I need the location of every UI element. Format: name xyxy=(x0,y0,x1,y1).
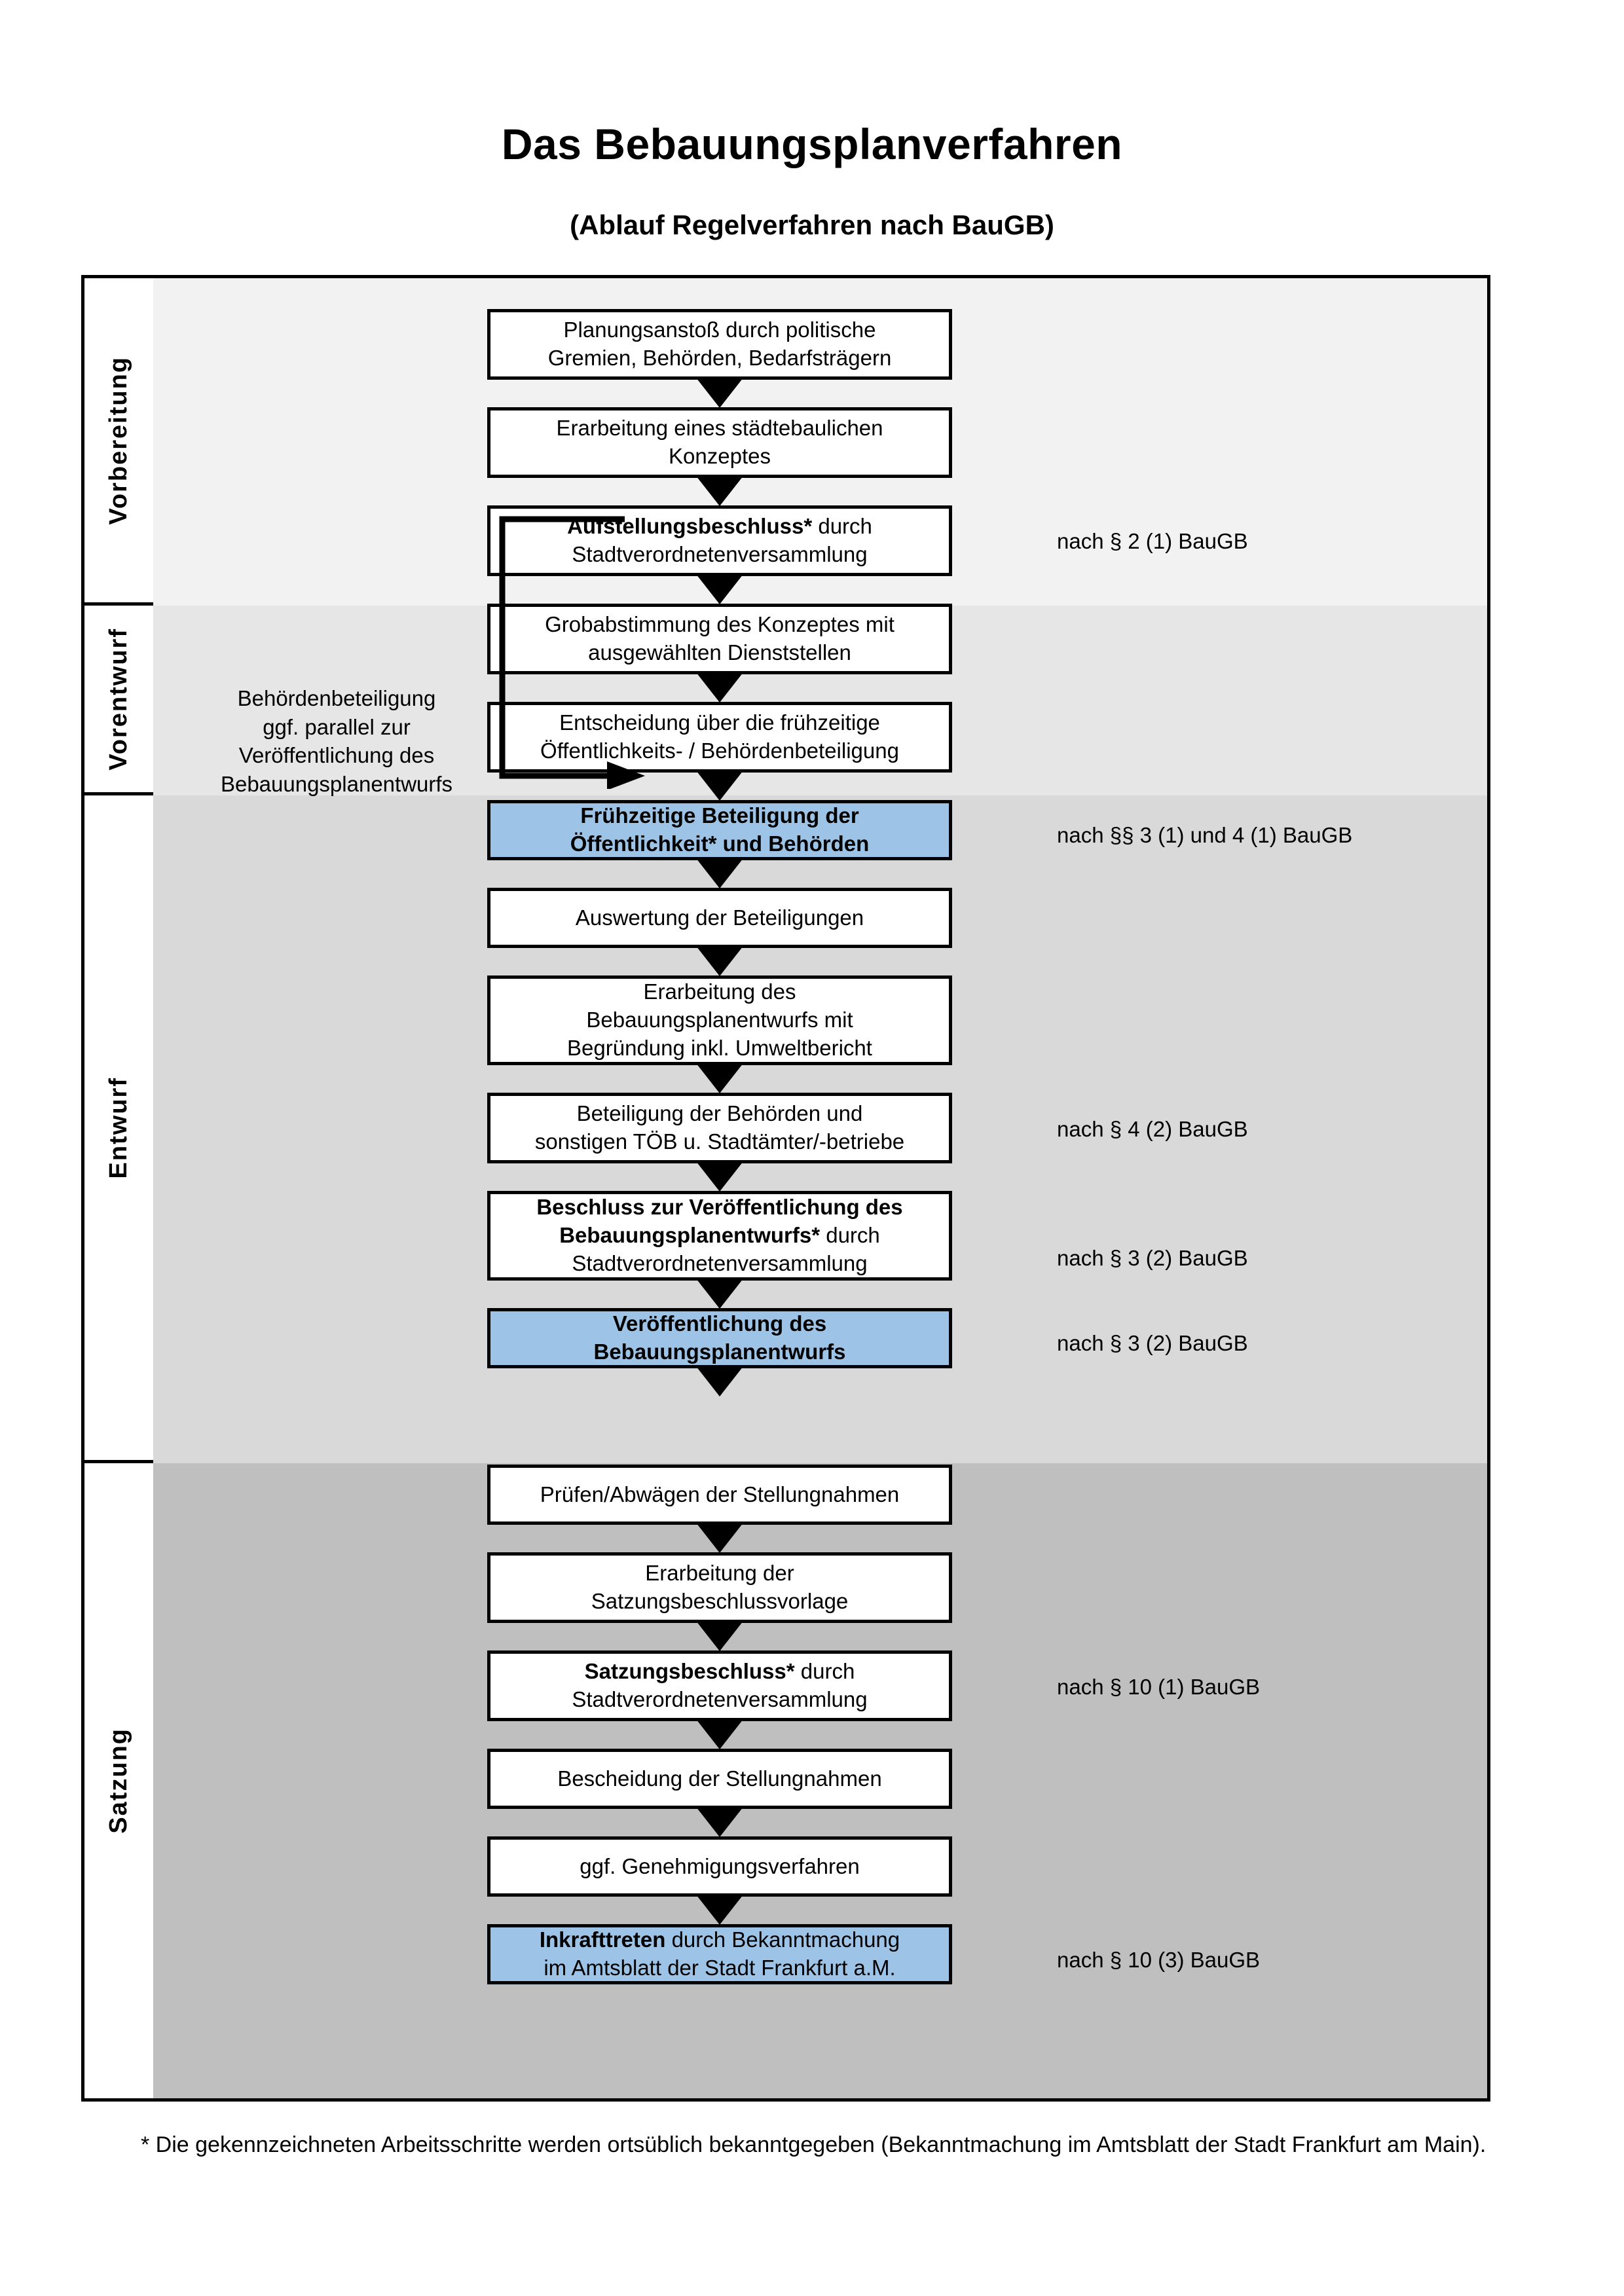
step-line: Gremien, Behörden, Bedarfsträgern xyxy=(547,346,892,370)
step-bold: Satzungsbeschluss* xyxy=(584,1659,795,1684)
step-box-pruefen-abwaegen[interactable]: Prüfen/Abwägen der Stellungnahmen xyxy=(487,1465,952,1525)
step-box-auswertung-beteiligungen[interactable]: Auswertung der Beteiligungen xyxy=(487,888,952,948)
step-line: Entscheidung über die frühzeitige xyxy=(559,710,880,735)
step-box-bescheidung-stellungnahmen[interactable]: Bescheidung der Stellungnahmen xyxy=(487,1749,952,1809)
step-line: durch Bekanntmachung xyxy=(665,1927,900,1952)
legal-ref-par2-1: nach § 2 (1) BauGB xyxy=(1057,529,1248,553)
step-box-inkrafttreten[interactable]: Inkrafttreten durch Bekanntmachung im Amt… xyxy=(487,1924,952,1984)
stage-label-vorentwurf: Vorentwurf xyxy=(84,606,153,795)
step-line: Beteiligung der Behörden und xyxy=(576,1101,863,1126)
legal-ref-par3-2-b: nach § 3 (2) BauGB xyxy=(1057,1331,1248,1355)
step-box-veroeffentlichung-bebauungsplanentwurf[interactable]: Veröffentlichung des Bebauungsplanentwur… xyxy=(487,1308,952,1368)
step-line: Erarbeitung der xyxy=(645,1561,794,1586)
stage-label-text: Satzung xyxy=(105,1728,132,1834)
step-line: Planungsanstoß durch politische xyxy=(563,318,876,342)
step-line: Prüfen/Abwägen der Stellungnahmen xyxy=(540,1482,900,1506)
step-line: durch xyxy=(794,1659,855,1684)
legal-ref-par4-2: nach § 4 (2) BauGB xyxy=(1057,1117,1248,1141)
step-line: Öffentlichkeits- / Behördenbeteiligung xyxy=(540,738,899,763)
flow-arrow xyxy=(696,476,743,506)
step-line: Stadtverordnetenversammlung xyxy=(572,542,868,566)
side-note-line: Behördenbeteiligung xyxy=(237,686,436,710)
stage-label-text: Entwurf xyxy=(105,1076,132,1179)
flow-arrow xyxy=(696,1063,743,1093)
step-box-beschluss-veroeffentlichung[interactable]: Beschluss zur Veröffentlichung des Bebau… xyxy=(487,1191,952,1281)
side-note: Behördenbeteiligung ggf. parallel zur Ve… xyxy=(183,684,490,798)
step-box-fruehzeitige-beteiligung[interactable]: Frühzeitige Beteiligung der Öffentlichke… xyxy=(487,800,952,860)
legal-ref-par3-1-4-1: nach §§ 3 (1) und 4 (1) BauGB xyxy=(1057,823,1353,847)
flow-arrow xyxy=(696,1523,743,1553)
side-note-line: ggf. parallel zur xyxy=(263,714,411,739)
flow-arrow xyxy=(696,1279,743,1309)
flow-arrow xyxy=(696,672,743,702)
step-bold: Inkrafttreten xyxy=(539,1927,666,1952)
flow-arrow xyxy=(696,1719,743,1749)
side-note-line: Veröffentlichung des xyxy=(238,743,435,768)
page-title: Das Bebauungsplanverfahren xyxy=(501,120,1123,168)
stage-label-entwurf: Entwurf xyxy=(84,795,153,1463)
step-box-genehmigungsverfahren[interactable]: ggf. Genehmigungsverfahren xyxy=(487,1836,952,1897)
step-bold: Veröffentlichung des Bebauungsplanentwur… xyxy=(593,1311,846,1364)
flow-arrow xyxy=(696,378,743,408)
step-box-grobabstimmung[interactable]: Grobabstimmung des Konzeptes mit ausgewäh… xyxy=(487,604,952,674)
step-bold: Beschluss zur Veröffentlichung des Bebau… xyxy=(536,1195,903,1248)
step-line: Begründung inkl. Umweltbericht xyxy=(567,1035,872,1060)
stage-label-column: Vorbereitung Vorentwurf Entwurf Satzung xyxy=(84,278,153,2098)
side-note-line: Bebauungsplanentwurfs xyxy=(220,771,453,796)
step-box-beteiligung-behoerden-toeb[interactable]: Beteiligung der Behörden und sonstigen TÖ… xyxy=(487,1093,952,1163)
flow-arrow xyxy=(696,1621,743,1651)
step-line: Stadtverordnetenversammlung xyxy=(572,1687,868,1711)
page-subtitle: (Ablauf Regelverfahren nach BauGB) xyxy=(570,210,1054,240)
legal-ref-par10-1: nach § 10 (1) BauGB xyxy=(1057,1675,1261,1699)
step-line: Bebauungsplanentwurfs mit xyxy=(586,1008,853,1032)
step-line: Satzungsbeschlussvorlage xyxy=(591,1589,849,1613)
step-line: ggf. Genehmigungsverfahren xyxy=(580,1853,860,1878)
flow-arrow xyxy=(696,574,743,604)
step-bold: Frühzeitige Beteiligung der Öffentlichke… xyxy=(570,803,870,856)
legal-ref-par10-3: nach § 10 (3) BauGB xyxy=(1057,1948,1261,1972)
flow-arrow xyxy=(696,1895,743,1925)
step-line: Stadtverordnetenversammlung xyxy=(572,1250,868,1275)
flow-arrow xyxy=(696,946,743,976)
step-line: Bescheidung der Stellungnahmen xyxy=(557,1766,882,1791)
flowchart-frame: Vorbereitung Vorentwurf Entwurf Satzung … xyxy=(81,275,1490,2102)
stage-label-vorbereitung: Vorbereitung xyxy=(84,278,153,606)
step-line: Grobabstimmung des Konzeptes mit xyxy=(545,612,895,637)
stage-label-satzung: Satzung xyxy=(84,1463,153,2098)
step-line: Konzeptes xyxy=(669,444,771,468)
flow-arrow xyxy=(696,771,743,801)
step-line: durch xyxy=(812,514,872,539)
stage-label-text: Vorbereitung xyxy=(105,355,132,525)
flow-arrow xyxy=(696,858,743,888)
footnote: * Die gekennzeichneten Arbeitsschritte w… xyxy=(141,2132,1486,2157)
step-line: durch xyxy=(820,1223,880,1248)
step-line: Erarbeitung des xyxy=(643,979,796,1004)
step-line: im Amtsblatt der Stadt Frankfurt a.M. xyxy=(544,1956,896,1980)
stage-label-text: Vorentwurf xyxy=(105,627,132,771)
parallel-process-connector xyxy=(499,516,645,789)
legal-ref-par3-2-a: nach § 3 (2) BauGB xyxy=(1057,1246,1248,1270)
step-line: ausgewählten Dienststellen xyxy=(588,640,851,665)
flow-arrow xyxy=(696,1366,743,1396)
step-line: Auswertung der Beteiligungen xyxy=(575,905,864,930)
flow-arrow xyxy=(696,1161,743,1192)
flow-arrow xyxy=(696,1807,743,1837)
step-line: sonstigen TÖB u. Stadtämter/-betriebe xyxy=(534,1129,905,1154)
step-line: Erarbeitung eines städtebaulichen xyxy=(556,416,883,441)
